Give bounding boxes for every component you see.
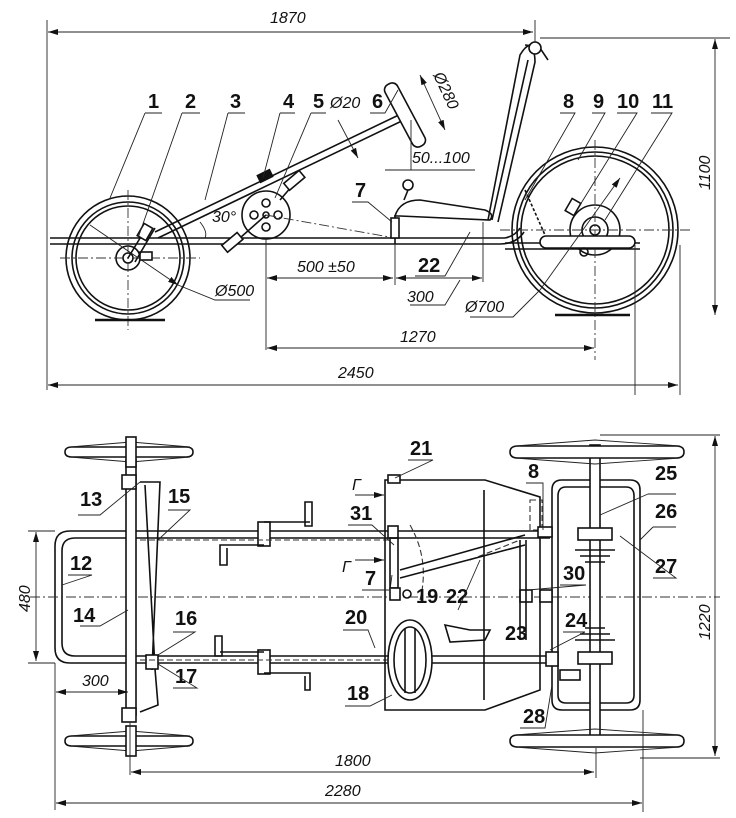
callout-10: 10	[617, 91, 639, 113]
callout-1: 1	[148, 91, 159, 113]
callout-8-top: 8	[528, 461, 539, 483]
callout-27: 27	[655, 556, 677, 578]
side-lower-dimensions: 500 ±50 300 1270 2450	[48, 222, 681, 395]
callout-8: 8	[563, 91, 574, 113]
callout-18: 18	[347, 683, 369, 705]
callout-5: 5	[313, 91, 324, 113]
dim-seat-offset: 300	[407, 289, 434, 306]
section-marks: Г Г	[342, 477, 384, 576]
callout-11: 11	[652, 91, 673, 113]
dim-pedal-offset: 500 ±50	[297, 259, 355, 276]
callout-9: 9	[593, 91, 604, 113]
dim-top-length: 1870	[270, 10, 306, 27]
pedal-crank-side	[220, 169, 396, 254]
frame-top	[30, 530, 720, 664]
callout-22-side: 22	[418, 255, 440, 277]
callout-16: 16	[175, 608, 197, 630]
callout-13: 13	[80, 489, 102, 511]
callout-3: 3	[230, 91, 241, 113]
dim-track: 1220	[697, 604, 714, 640]
callout-15: 15	[168, 486, 190, 508]
callout-19: 19	[416, 586, 438, 608]
rear-wheel-side: Ø700	[464, 140, 690, 395]
dim-adjust: 50...100	[412, 150, 470, 167]
callout-23: 23	[505, 623, 527, 645]
top-callouts: 21 8 25 26 27 13 15 31 12 7 19 22 30 1	[61, 438, 678, 729]
callout-17: 17	[175, 666, 197, 688]
callout-21: 21	[410, 438, 432, 460]
front-axle-top	[64, 436, 194, 757]
callout-4: 4	[283, 91, 295, 113]
callout-25: 25	[655, 463, 677, 485]
callout-24: 24	[565, 610, 588, 632]
callout-7-top: 7	[365, 568, 376, 590]
callout-20: 20	[345, 607, 367, 629]
dim-rod: Ø20	[329, 95, 360, 112]
callout-22-top: 22	[446, 586, 468, 608]
callout-6: 6	[372, 91, 383, 113]
dim-frame-width: 480	[17, 585, 34, 612]
top-dimensions: 480 300 1800 2280 1220	[17, 434, 720, 812]
side-callouts: 1 2 3 4 5 6 7 8 9 10 11 22	[109, 89, 673, 277]
dim-wheelbase: 1270	[400, 329, 436, 346]
body-top	[384, 474, 541, 711]
pedal-cranks-top	[140, 501, 390, 691]
section-mark-top: Г	[352, 477, 362, 494]
dim-front-wheel: Ø500	[214, 283, 254, 300]
callout-12: 12	[70, 553, 92, 575]
top-view: Г Г	[17, 434, 720, 812]
callout-30: 30	[563, 563, 585, 585]
dim-front-overhang: 300	[82, 673, 109, 690]
callout-7: 7	[355, 180, 366, 202]
seat-side	[390, 41, 549, 244]
dimension-1100: 1100	[540, 37, 730, 315]
callout-14: 14	[73, 605, 96, 627]
dim-overall-top: 2280	[324, 783, 361, 800]
side-view: 1870 1100	[46, 10, 730, 395]
dim-overall-length: 2450	[337, 365, 374, 382]
section-mark-bottom: Г	[342, 559, 352, 576]
dim-angle: 30°	[212, 209, 237, 226]
front-wheel-side: Ø500	[60, 190, 254, 330]
rear-assembly-top	[509, 439, 685, 754]
callout-26: 26	[655, 501, 677, 523]
callout-28: 28	[523, 706, 545, 728]
dim-height: 1100	[697, 155, 714, 190]
dimension-1870: 1870	[46, 10, 536, 390]
callout-31: 31	[350, 503, 372, 525]
dim-wheelbase-top: 1800	[335, 753, 371, 770]
dim-rear-wheel: Ø700	[464, 299, 504, 316]
callout-2: 2	[185, 91, 196, 113]
